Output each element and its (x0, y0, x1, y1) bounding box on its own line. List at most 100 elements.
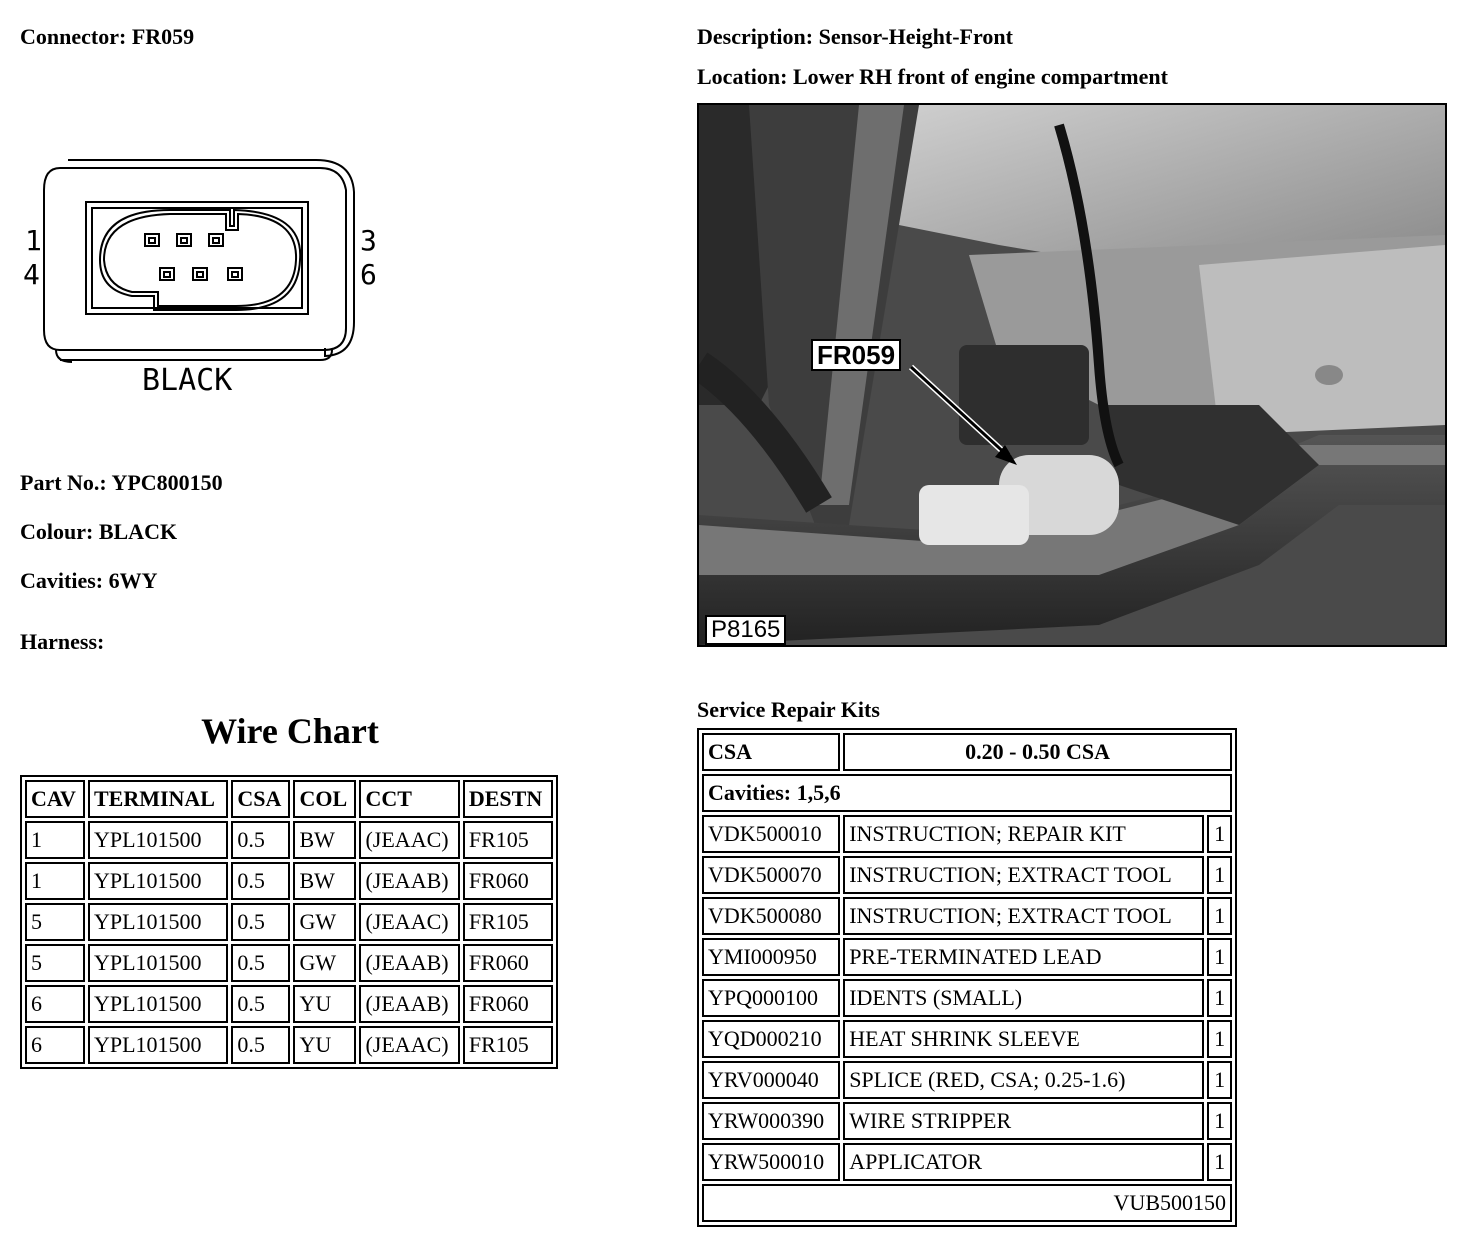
cell-csa: 0.5 (231, 862, 291, 900)
kit-qty: 1 (1207, 1102, 1232, 1140)
cell-cav: 1 (25, 821, 85, 859)
wire-chart-table: CAV TERMINAL CSA COL CCT DESTN 1 YPL1015… (20, 775, 558, 1069)
cell-cav: 1 (25, 862, 85, 900)
cell-csa: 0.5 (231, 903, 291, 941)
cell-csa: 0.5 (231, 1026, 291, 1064)
kit-description: APPLICATOR (843, 1143, 1205, 1181)
table-row: 1 YPL101500 0.5 BW (JEAAC) FR105 (25, 821, 553, 859)
cell-col: GW (293, 903, 357, 941)
colour-line: Colour: BLACK (20, 519, 177, 545)
cell-destn: FR105 (462, 821, 553, 859)
part-no-label: Part No.: (20, 470, 107, 495)
kit-description: INSTRUCTION; EXTRACT TOOL (843, 897, 1205, 935)
kit-description: IDENTS (SMALL) (843, 979, 1205, 1017)
photo-figure-id: P8165 (705, 615, 787, 645)
kit-part-no: VDK500070 (702, 856, 841, 894)
table-row: VDK500070 INSTRUCTION; EXTRACT TOOL 1 (702, 856, 1232, 894)
cell-destn: FR105 (462, 903, 553, 941)
pin-number-1: 1 (25, 224, 42, 257)
description-line: Description: Sensor-Height-Front (697, 24, 1013, 50)
kit-part-no: YRW000390 (702, 1102, 841, 1140)
photo-callout-label: FR059 (811, 339, 902, 371)
table-row: YRV000040 SPLICE (RED, CSA; 0.25-1.6) 1 (702, 1061, 1232, 1099)
table-row: 5 YPL101500 0.5 GW (JEAAB) FR060 (25, 944, 553, 982)
kit-description: INSTRUCTION; EXTRACT TOOL (843, 856, 1205, 894)
cell-destn: FR060 (462, 944, 553, 982)
cell-terminal: YPL101500 (87, 862, 229, 900)
part-no-value: YPC800150 (111, 470, 223, 495)
kits-csa-value: 0.20 - 0.50 CSA (843, 733, 1232, 771)
col-header-cct: CCT (359, 780, 460, 818)
col-header-csa: CSA (231, 780, 291, 818)
service-kits-table: CSA 0.20 - 0.50 CSA Cavities: 1,5,6 VDK5… (697, 728, 1237, 1227)
cell-csa: 0.5 (231, 985, 291, 1023)
table-row: YQD000210 HEAT SHRINK SLEEVE 1 (702, 1020, 1232, 1058)
kits-csa-row: CSA 0.20 - 0.50 CSA (702, 733, 1232, 771)
cell-cct: (JEAAC) (359, 821, 460, 859)
location-label: Location: (697, 64, 788, 89)
kit-qty: 1 (1207, 856, 1232, 894)
kit-part-no: YRV000040 (702, 1061, 841, 1099)
kit-qty: 1 (1207, 897, 1232, 935)
kit-part-no: YQD000210 (702, 1020, 841, 1058)
pin-number-3: 3 (360, 224, 377, 257)
kit-qty: 1 (1207, 1143, 1232, 1181)
location-photo: FR059 P8165 (697, 103, 1447, 647)
cell-col: YU (293, 1026, 357, 1064)
cell-terminal: YPL101500 (87, 903, 229, 941)
callout-arrow (908, 364, 1017, 465)
kits-cavities-row: Cavities: 1,5,6 (702, 774, 1232, 812)
connector-label: Connector: (20, 24, 127, 49)
table-row: YRW000390 WIRE STRIPPER 1 (702, 1102, 1232, 1140)
kit-code: VUB500150 (702, 1184, 1232, 1222)
pin-number-6: 6 (360, 258, 377, 291)
part-no-line: Part No.: YPC800150 (20, 470, 223, 496)
service-kits-title: Service Repair Kits (697, 697, 880, 722)
kit-qty: 1 (1207, 1020, 1232, 1058)
table-row: 1 YPL101500 0.5 BW (JEAAB) FR060 (25, 862, 553, 900)
kits-cavities: Cavities: 1,5,6 (702, 774, 1232, 812)
connector-id: FR059 (131, 24, 195, 49)
cell-destn: FR105 (462, 1026, 553, 1064)
kit-part-no: YMI000950 (702, 938, 841, 976)
kit-part-no: YPQ000100 (702, 979, 841, 1017)
description-value: Sensor-Height-Front (818, 24, 1013, 49)
wire-chart-title: Wire Chart (201, 711, 379, 751)
kit-description: SPLICE (RED, CSA; 0.25-1.6) (843, 1061, 1205, 1099)
cell-cct: (JEAAB) (359, 862, 460, 900)
table-row: 6 YPL101500 0.5 YU (JEAAB) FR060 (25, 985, 553, 1023)
harness-line: Harness: (20, 629, 104, 655)
cell-cav: 5 (25, 944, 85, 982)
kit-part-no: YRW500010 (702, 1143, 841, 1181)
cell-cct: (JEAAB) (359, 944, 460, 982)
cell-col: YU (293, 985, 357, 1023)
kit-part-no: VDK500080 (702, 897, 841, 935)
table-row: VDK500080 INSTRUCTION; EXTRACT TOOL 1 (702, 897, 1232, 935)
colour-value: BLACK (98, 519, 178, 544)
pin-number-4: 4 (23, 258, 40, 291)
kit-description: WIRE STRIPPER (843, 1102, 1205, 1140)
col-header-col: COL (293, 780, 357, 818)
cell-cav: 5 (25, 903, 85, 941)
kit-part-no: VDK500010 (702, 815, 841, 853)
cell-cav: 6 (25, 985, 85, 1023)
table-row: 5 YPL101500 0.5 GW (JEAAC) FR105 (25, 903, 553, 941)
col-header-destn: DESTN (462, 780, 553, 818)
harness-label: Harness: (20, 629, 105, 654)
cell-cct: (JEAAB) (359, 985, 460, 1023)
location-line: Location: Lower RH front of engine compa… (697, 64, 1168, 90)
table-row: YPQ000100 IDENTS (SMALL) 1 (702, 979, 1232, 1017)
kit-qty: 1 (1207, 979, 1232, 1017)
kits-csa-label: CSA (702, 733, 841, 771)
kit-qty: 1 (1207, 1061, 1232, 1099)
cell-terminal: YPL101500 (87, 985, 229, 1023)
cell-cct: (JEAAC) (359, 1026, 460, 1064)
cell-destn: FR060 (462, 985, 553, 1023)
table-row: YMI000950 PRE-TERMINATED LEAD 1 (702, 938, 1232, 976)
kit-description: INSTRUCTION; REPAIR KIT (843, 815, 1205, 853)
connector-line: Connector: FR059 (20, 24, 194, 50)
cavities-line: Cavities: 6WY (20, 568, 157, 594)
cavities-value: 6WY (108, 568, 158, 593)
cavities-label: Cavities: (20, 568, 104, 593)
col-header-cav: CAV (25, 780, 85, 818)
